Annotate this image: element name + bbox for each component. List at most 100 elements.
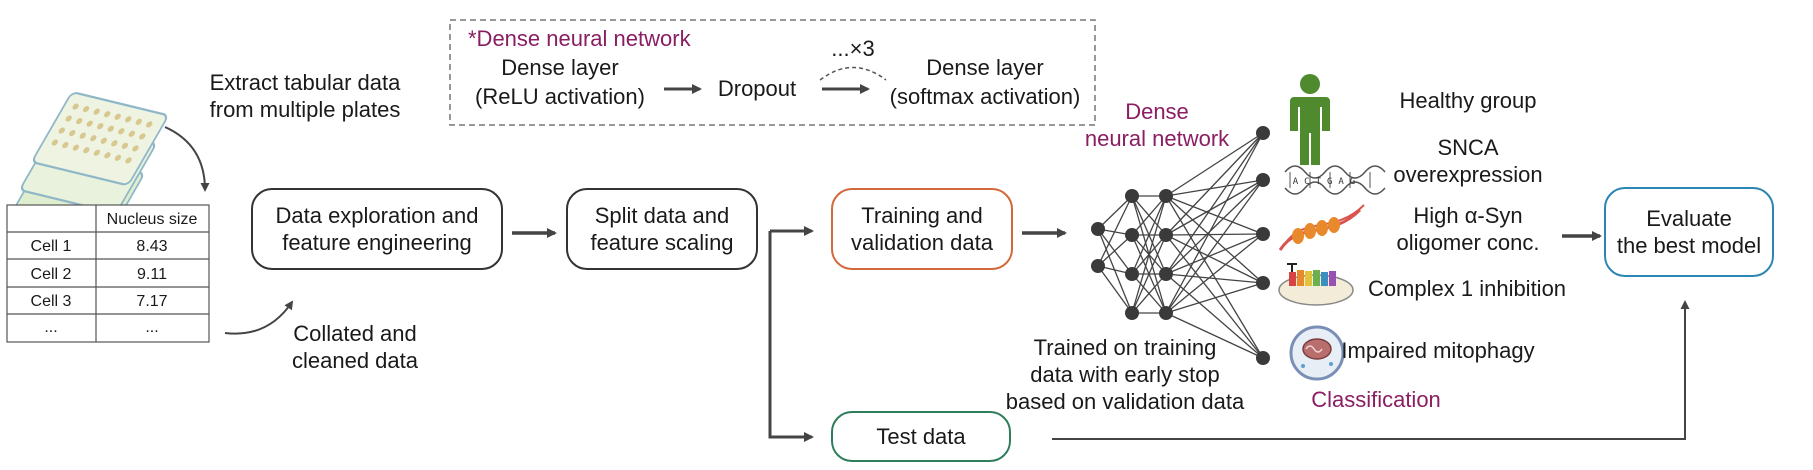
network-connection [1165,273,1264,359]
network-connection [1165,132,1264,314]
test-box: Test data [831,411,1011,462]
split-line2: feature scaling [590,230,733,255]
extract-line1: Extract tabular data [210,70,402,95]
network-connection [1165,233,1264,236]
network-connection [1165,282,1264,314]
dnn-detail-box: *Dense neural network Dense layer (ReLU … [449,19,1096,126]
dna-sequence-icon: ACTGAG [1284,165,1386,195]
network-connection [1165,195,1264,359]
arrow-test-to-evaluate [1052,300,1690,440]
table-cell: Cell 2 [31,266,72,283]
network-connection [1165,179,1264,236]
network-node [1159,228,1173,242]
arrow-split-to-test [768,231,814,442]
network-node [1159,267,1173,281]
collated-line2: cleaned data [292,348,419,373]
network-node [1256,351,1270,365]
table-header-nucleus-size: Nucleus size [107,211,198,228]
network-connection [1165,273,1264,284]
class-asyn-line2: oligomer conc. [1396,230,1539,255]
arrow-plates-to-table [164,126,210,192]
table-cell: 7.17 [136,293,167,310]
dna-letters: ACTGAG [1293,177,1362,187]
extract-line2: from multiple plates [210,97,401,122]
dnn-dropout: Dropout [718,76,796,101]
dnn-layer2-line2: (softmax activation) [890,84,1081,109]
network-connection [1165,234,1264,284]
dnn-layer1-line2: (ReLU activation) [475,84,645,109]
split-line1: Split data and [595,203,730,228]
network-node [1091,222,1105,236]
network-node [1256,276,1270,290]
network-connection [1097,234,1133,267]
class-asyn-line1: High α-Syn [1413,203,1522,228]
dnn-title: *Dense neural network [468,26,692,51]
network-node [1091,259,1105,273]
network-connection [1165,132,1264,275]
network-connection [1131,195,1167,314]
network-connection [1131,195,1167,275]
exploration-line2: feature engineering [282,230,472,255]
training-box: Training and validation data [831,188,1013,270]
network-connection [1165,179,1264,275]
split-box: Split data and feature scaling [566,188,758,270]
table-cell: ... [44,319,57,336]
network-connection [1165,233,1264,275]
network-connection [1097,195,1133,267]
dnn-dashed-border [449,19,1096,126]
exploration-box: Data exploration and feature engineering [251,188,503,270]
table-cell: Cell 1 [31,238,72,255]
table-cell: Cell 3 [31,293,72,310]
network-connection [1165,233,1264,314]
trained-note-line3: based on validation data [1006,389,1245,414]
class-snca-line2: overexpression [1393,162,1542,187]
data-table: Nucleus size Cell 1 8.43 Cell 2 9.11 Cel… [6,204,210,343]
alpha-synuclein-fibril-icon [1278,204,1365,251]
mitochondria-autophagy-icon [1289,325,1345,381]
network-node [1159,306,1173,320]
network-connection [1165,312,1264,359]
arrow-table-to-exploration [224,300,294,335]
class-complex1: Complex 1 inhibition [1368,276,1566,301]
exploration-line1: Data exploration and [275,203,478,228]
network-node [1256,227,1270,241]
network-node [1125,306,1139,320]
collated-line1: Collated and [293,321,417,346]
dnn-repeat: ...×3 [831,36,874,61]
network-node [1159,189,1173,203]
network-connection [1165,195,1264,235]
class-snca-line1: SNCA [1437,135,1498,160]
complex1-inhibition-icon [1278,263,1354,306]
trained-note-line1: Trained on training [1034,335,1217,360]
classification-label: Classification [1311,387,1441,412]
test-label: Test data [876,424,966,449]
class-healthy: Healthy group [1400,88,1537,113]
network-node [1125,267,1139,281]
neural-network-graphic [1091,126,1270,365]
evaluate-line1: Evaluate [1646,206,1732,231]
network-connection [1165,132,1264,197]
repeat-loop-arc [819,66,887,81]
network-connection [1165,132,1264,236]
network-connection [1097,228,1133,275]
network-connection [1097,195,1133,230]
trained-note-line2: data with early stop [1030,362,1220,387]
network-connection [1097,228,1133,314]
network-label-line1: Dense [1125,99,1189,124]
evaluate-box: Evaluate the best model [1604,187,1774,277]
network-node [1256,126,1270,140]
table-cell: 8.43 [136,238,167,255]
network-node [1256,173,1270,187]
training-line2: validation data [851,230,994,255]
network-connection [1131,195,1167,236]
training-line1: Training and [861,203,982,228]
table-cell: ... [145,319,158,336]
person-icon [1290,74,1330,165]
network-connection [1165,179,1264,197]
evaluate-line2: the best model [1617,233,1761,258]
network-connection [1165,195,1264,284]
network-node [1125,228,1139,242]
network-connection [1165,179,1264,314]
network-connection [1131,273,1167,314]
